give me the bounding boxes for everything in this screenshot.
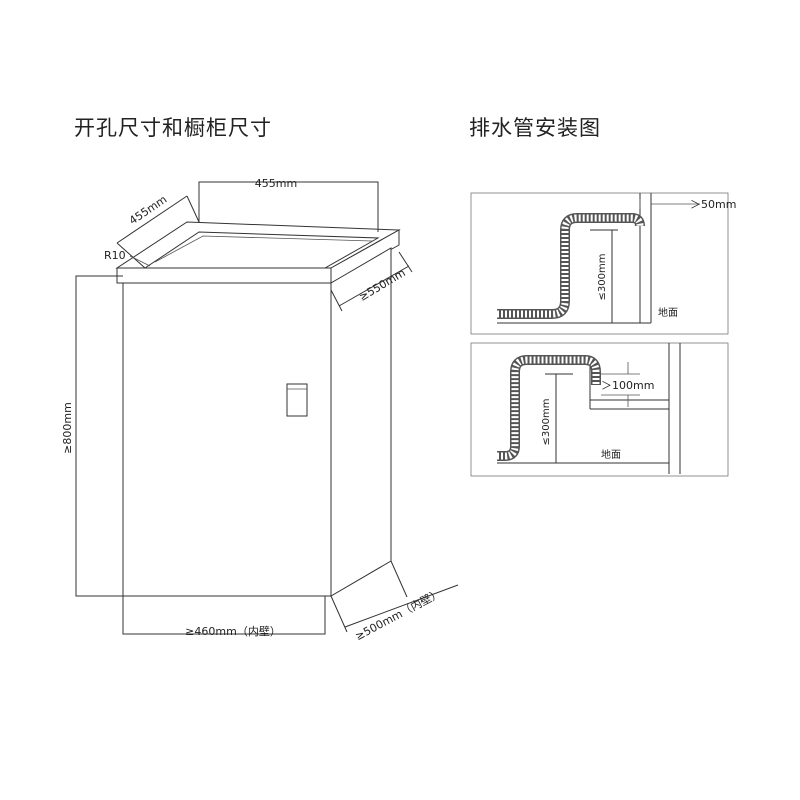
top-height-label: ≤300mm (597, 254, 608, 301)
drain-diagram-title: 排水管安装图 (469, 116, 601, 140)
bottom-height-label: ≤300mm (541, 399, 552, 446)
corner-radius-label: R10 (104, 249, 126, 262)
countertop (116, 267, 332, 284)
top-gap-label: ＞50mm (690, 198, 736, 211)
bottom-gap-label: ＞100mm (601, 379, 654, 392)
sink-opening (143, 231, 380, 269)
cabinet-diagram-title: 开孔尺寸和橱柜尺寸 (74, 116, 272, 140)
countertop-side (330, 229, 400, 284)
control-box (286, 383, 308, 417)
drain-panel-top: ＞50mm ≤300mm 地面 (470, 192, 736, 335)
cabinet-drawing: 455mm 455mm R10 ≥550mm ≥800mm ≥460mm（内壁）… (61, 177, 459, 643)
bottom-floor-label: 地面 (601, 448, 621, 461)
inner-depth-label: ≥500mm（内壁） (353, 586, 444, 643)
drain-panel-bottom: ＞100mm ≤300mm 地面 (470, 342, 729, 477)
inner-width-label: ≥460mm（内壁） (185, 624, 281, 638)
top-width-label: 455mm (255, 177, 297, 190)
height-label: ≥800mm (61, 402, 74, 454)
top-floor-label: 地面 (658, 306, 678, 319)
cabinet-front (122, 282, 332, 597)
